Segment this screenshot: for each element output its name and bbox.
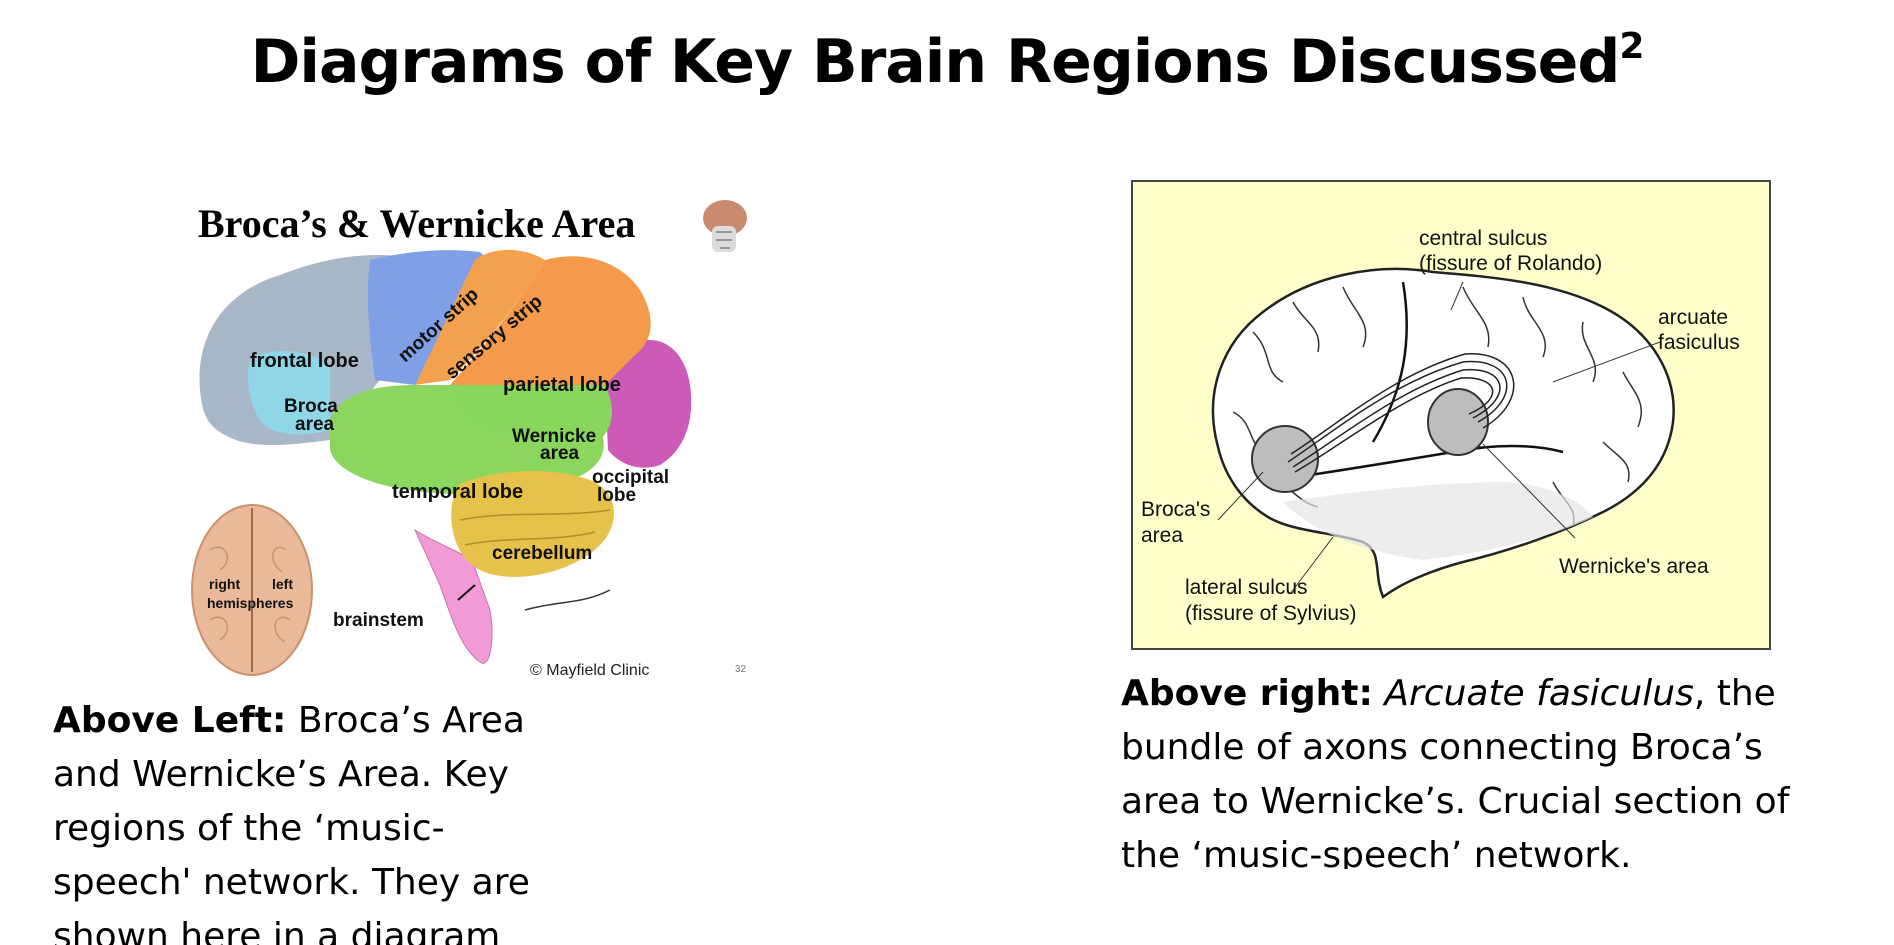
right-caption: Above right: Arcuate fasiculus, the bund…	[1121, 667, 1801, 869]
left-figure-title: Broca’s & Wernicke Area	[198, 201, 636, 246]
left-caption: Above Left: Broca’s Area and Wernicke’s …	[53, 694, 553, 945]
right-caption-text: , the bundle of axons connecting Broca’s…	[1121, 673, 1790, 869]
sensory-strip-region	[415, 249, 545, 385]
label-broca-line1: Broca	[284, 396, 338, 417]
title-superscript: 2	[1619, 26, 1644, 67]
wernickes-area-marker	[1427, 388, 1489, 456]
label-hemispheres: hemispheres	[207, 595, 294, 611]
label-brainstem: brainstem	[333, 610, 424, 631]
slide-title-text: Diagrams of Key Brain Regions Discussed	[250, 27, 1621, 97]
label-central-sulcus-line2: (fissure of Rolando)	[1419, 252, 1602, 275]
right-brain-figure: central sulcus (fissure of Rolando) arcu…	[1131, 180, 1771, 650]
label-frontal-lobe: frontal lobe	[250, 350, 359, 372]
label-occipital-line2: lobe	[597, 485, 636, 506]
label-lateral-line1: lateral sulcus	[1185, 576, 1308, 599]
right-caption-term: Arcuate fasiculus	[1384, 673, 1694, 714]
broca-region	[248, 350, 330, 435]
left-caption-label: Above Left:	[53, 700, 287, 741]
label-arcuate-line2: fasiculus	[1658, 331, 1740, 354]
motor-strip-region	[367, 250, 486, 385]
central-sulcus	[1371, 281, 1408, 443]
label-wernickes-area: Wernicke's area	[1559, 555, 1709, 578]
leader-lines	[1217, 281, 1661, 595]
parietal-region	[450, 256, 651, 385]
brocas-area-marker	[1251, 425, 1319, 493]
label-central-sulcus-line1: central sulcus	[1419, 227, 1547, 250]
arcuate-bundle	[1287, 353, 1515, 473]
label-temporal-lobe: temporal lobe	[392, 481, 523, 503]
lobes-diagram: frontal lobe motor strip sensory strip p…	[191, 200, 747, 679]
label-left: left	[272, 576, 293, 592]
skull-icon	[703, 200, 747, 252]
cerebellum-region	[451, 470, 614, 577]
occipital-region	[605, 339, 692, 468]
label-occipital-line1: occipital	[592, 467, 669, 488]
hemispheres-top-view	[191, 504, 313, 676]
label-arcuate-line1: arcuate	[1658, 306, 1728, 329]
label-wernicke-line2: area	[540, 443, 580, 464]
slide-title: Diagrams of Key Brain Regions Discussed2	[0, 26, 1894, 97]
left-brain-figure: Broca’s & Wernicke Area	[190, 180, 750, 682]
label-lateral-line2: (fissure of Sylvius)	[1185, 602, 1357, 625]
arcuate-diagram: central sulcus (fissure of Rolando) arcu…	[1141, 227, 1740, 625]
label-right: right	[209, 576, 240, 592]
wernicke-region	[462, 385, 612, 441]
right-caption-label: Above right:	[1121, 673, 1373, 714]
label-wernicke-line1: Wernicke	[512, 426, 596, 447]
label-brocas-line2: area	[1141, 524, 1183, 547]
label-brocas-line1: Broca's	[1141, 498, 1210, 521]
label-cerebellum: cerebellum	[492, 543, 592, 564]
credit-text: © Mayfield Clinic	[530, 662, 649, 679]
label-parietal-lobe: parietal lobe	[503, 374, 621, 396]
label-broca-line2: area	[295, 414, 335, 435]
left-caption-text: Broca’s Area and Wernicke’s Area. Key re…	[53, 700, 530, 945]
page-number: 32	[735, 664, 747, 675]
